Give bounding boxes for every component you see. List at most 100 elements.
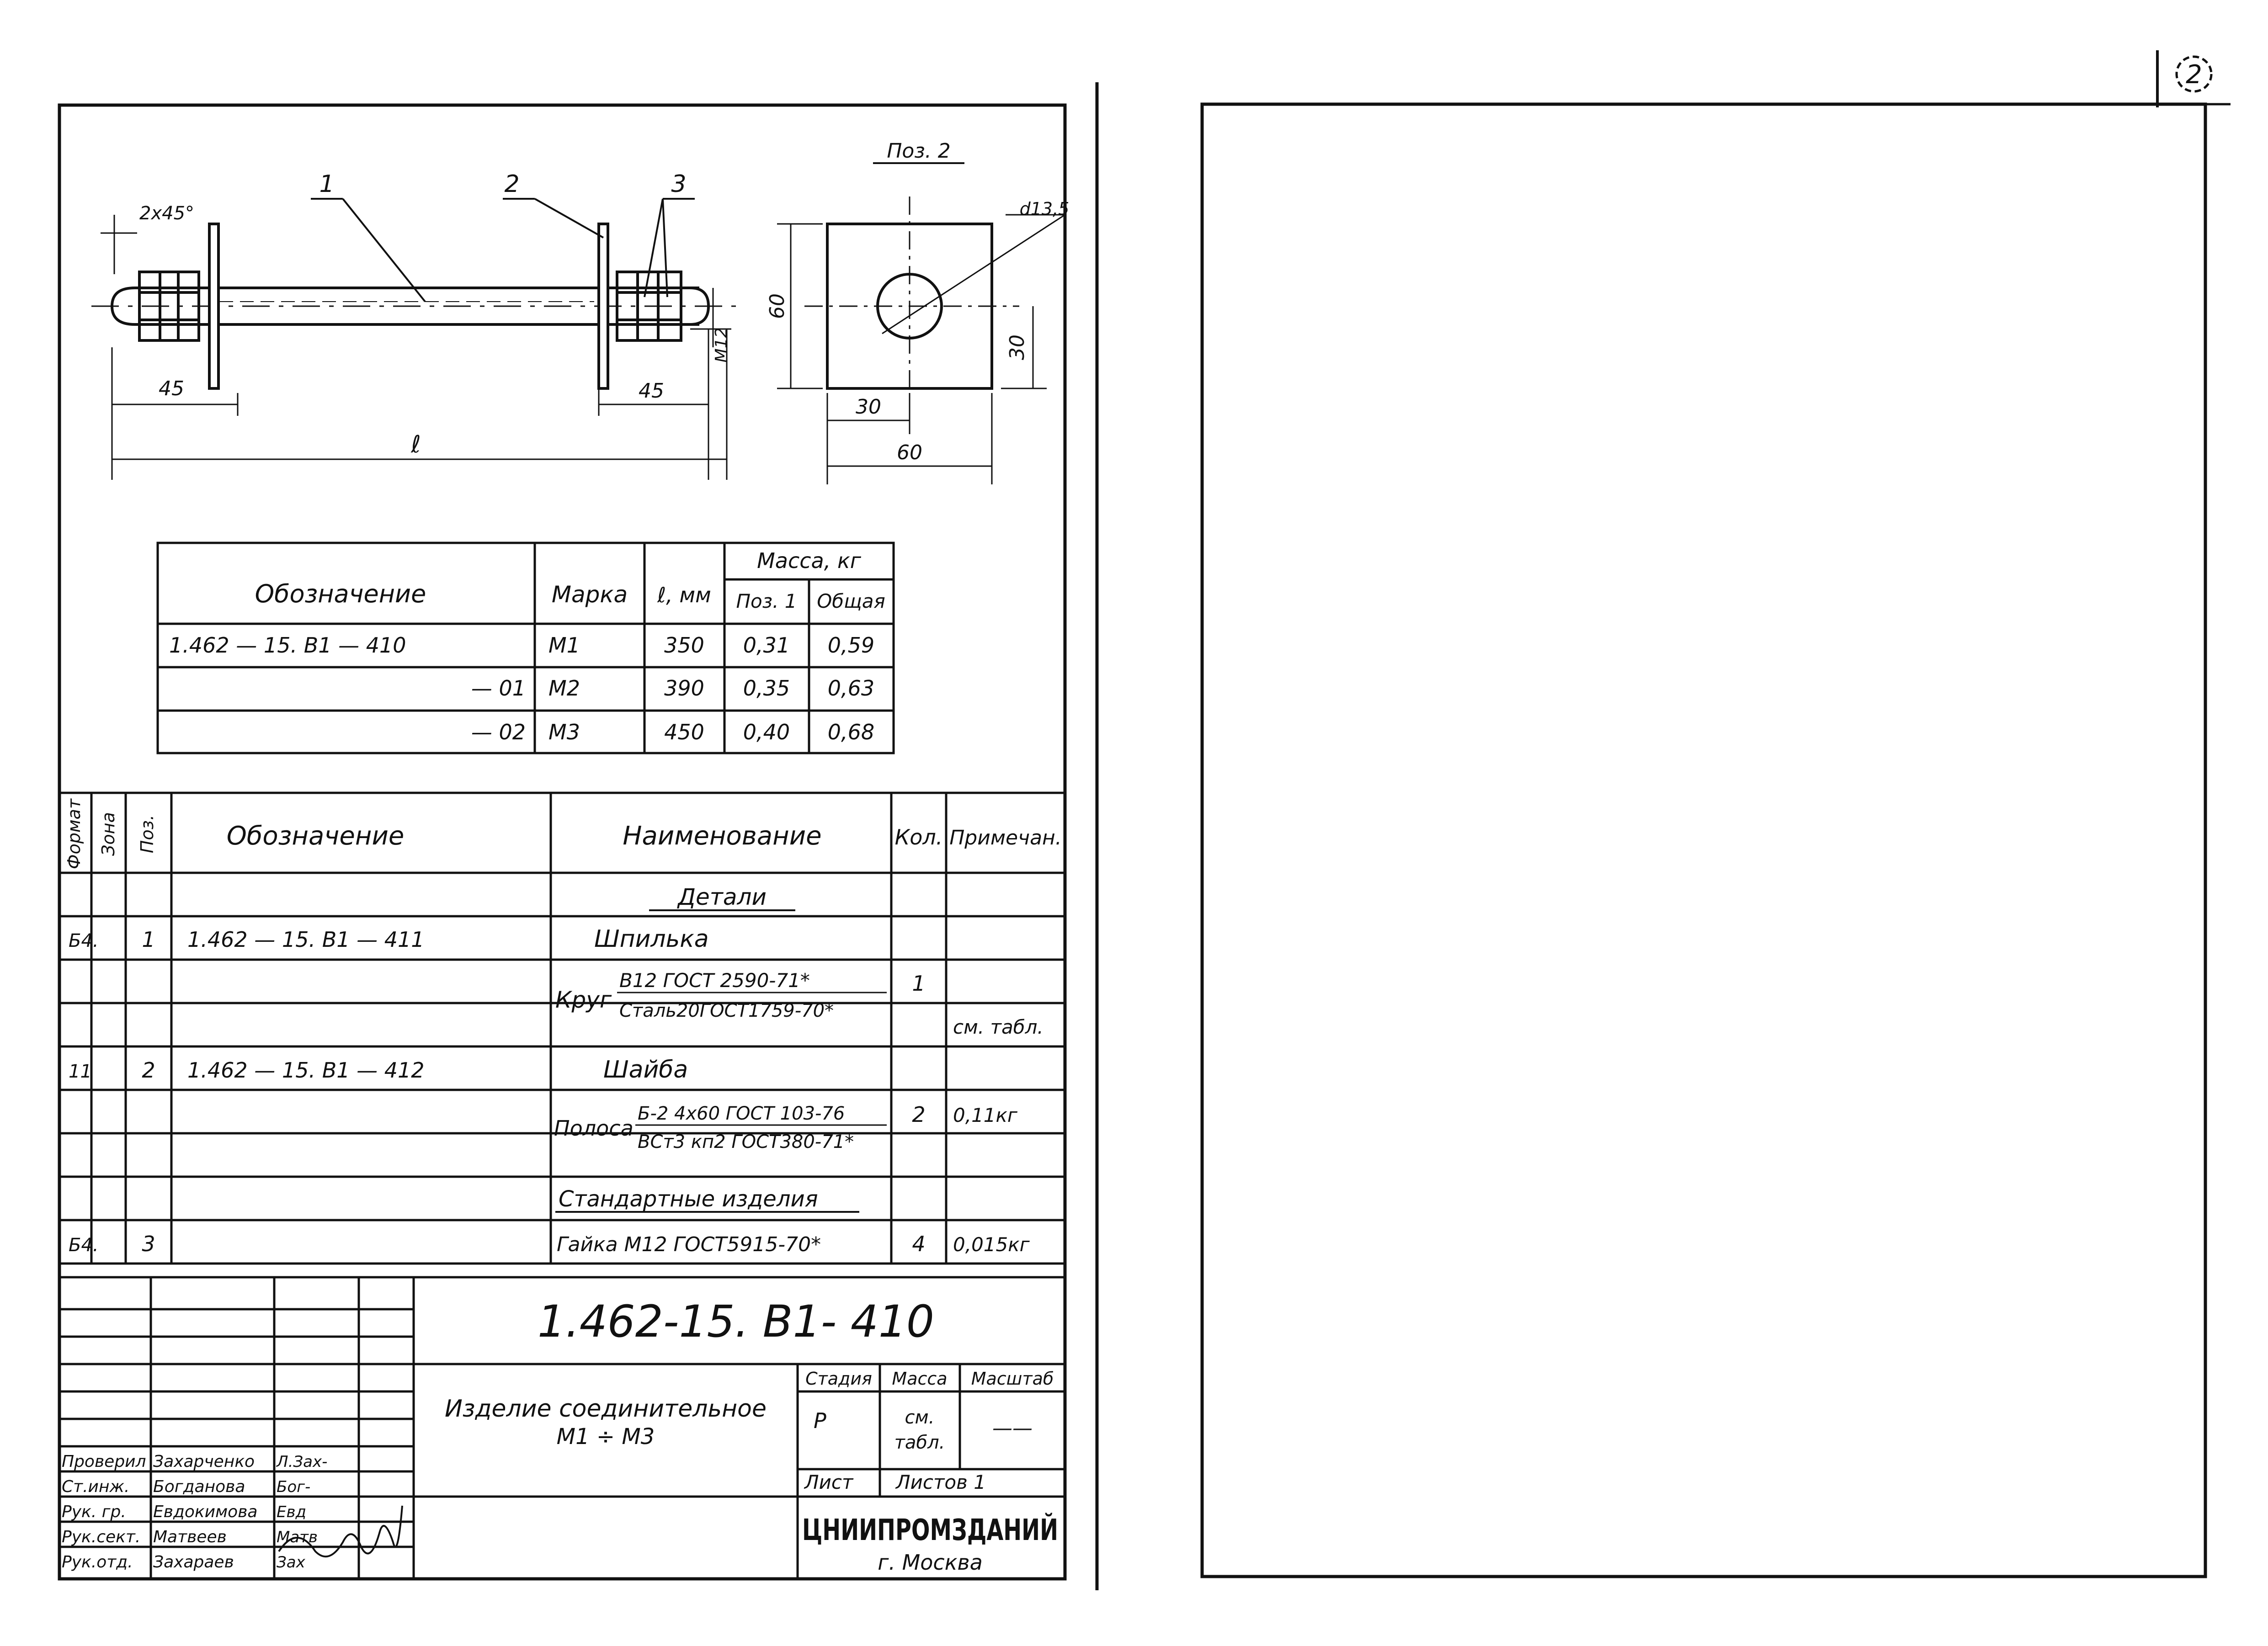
role-person: Богданова bbox=[153, 1477, 245, 1496]
sheet-number-circle: 2 bbox=[2156, 50, 2213, 107]
mass-header-total: Общая bbox=[817, 590, 885, 612]
mass-header-pos1: Поз. 1 bbox=[736, 590, 797, 612]
mass-row-pos1: 0,40 bbox=[743, 720, 790, 744]
dim-left-length: 45 bbox=[159, 377, 184, 400]
bolt-assembly-view bbox=[91, 223, 740, 390]
mass-row-total: 0,63 bbox=[828, 676, 874, 701]
dim-hole: d13,5 bbox=[1020, 199, 1070, 219]
spec-strip-line1: Б-2 4х60 ГОСТ 103-76 bbox=[638, 1103, 845, 1124]
spec-washer-format: 11 bbox=[69, 1061, 92, 1082]
washer-plate-view bbox=[777, 196, 1065, 484]
spec-header-designation: Обозначение bbox=[227, 821, 405, 851]
role-label: Рук.отд. bbox=[62, 1553, 133, 1572]
role-person: Евдокимова bbox=[153, 1503, 257, 1521]
title-name-line2: М1 ÷ М3 bbox=[557, 1424, 655, 1450]
title-scale: —— bbox=[992, 1417, 1033, 1440]
spec-section-standard: Стандартные изделия bbox=[559, 1186, 818, 1212]
spec-header-format: Формат bbox=[64, 798, 84, 869]
role-person: Захараев bbox=[153, 1553, 234, 1572]
leader-label-2: 2 bbox=[504, 170, 519, 198]
dim-plate-height: 60 bbox=[766, 293, 789, 319]
mass-row-total: 0,59 bbox=[828, 633, 874, 658]
spec-round-line2: Сталь20ГОСТ1759-70* bbox=[619, 1000, 834, 1021]
spec-round-note: см. табл. bbox=[953, 1016, 1043, 1038]
spec-round-prefix: Круг bbox=[555, 987, 612, 1013]
dim-plate-width: 60 bbox=[897, 441, 922, 464]
title-scale-label: Масштаб bbox=[971, 1369, 1054, 1389]
spec-strip-prefix: Полоса bbox=[554, 1116, 634, 1141]
right-frame bbox=[1200, 102, 2207, 1578]
left-frame bbox=[58, 103, 1067, 1581]
organization-city: г. Москва bbox=[878, 1550, 983, 1575]
spec-stud-pos: 1 bbox=[142, 927, 155, 952]
title-mass-line1: см. bbox=[905, 1407, 935, 1428]
mass-row-mark: М3 bbox=[548, 720, 580, 744]
spec-stud-format: Б4. bbox=[69, 930, 99, 951]
spec-header-pos: Поз. bbox=[137, 815, 157, 853]
mass-row-designation: 1.462 — 15. В1 — 410 bbox=[169, 633, 406, 658]
mass-row-length: 450 bbox=[664, 720, 704, 744]
spec-header-zone: Зона bbox=[98, 812, 118, 856]
dim-right-length: 45 bbox=[639, 379, 664, 403]
view-title-pos2: Поз. 2 bbox=[887, 139, 950, 163]
role-label: Рук.сект. bbox=[62, 1528, 140, 1546]
role-label: Проверил bbox=[62, 1452, 146, 1471]
role-signature: Бог- bbox=[277, 1478, 310, 1496]
role-signature: Зах bbox=[277, 1553, 306, 1572]
role-person: Захарченко bbox=[153, 1452, 255, 1471]
leader-label-3: 3 bbox=[671, 170, 686, 198]
role-signature: Евд bbox=[277, 1503, 306, 1521]
spec-washer-designation: 1.462 — 15. В1 — 412 bbox=[187, 1058, 425, 1083]
spec-round-qty: 1 bbox=[912, 971, 925, 996]
mass-row-length: 350 bbox=[664, 633, 704, 658]
spec-stud-designation: 1.462 — 15. В1 — 411 bbox=[187, 927, 425, 952]
mass-header-length: ℓ, мм bbox=[657, 583, 711, 607]
title-sheet-label: Лист bbox=[804, 1471, 854, 1493]
title-block: 1.462-15. В1- 410 Изделие соединительное… bbox=[59, 1276, 1065, 1579]
spec-header-name: Наименование bbox=[623, 821, 821, 851]
mass-row-designation: — 01 bbox=[471, 676, 526, 701]
role-signature: Л.Зах- bbox=[276, 1453, 327, 1471]
signature-scribble bbox=[278, 1505, 403, 1558]
spec-section-details: Детали bbox=[677, 884, 767, 910]
title-mass-line2: табл. bbox=[894, 1432, 945, 1453]
spec-stud-name: Шпилька bbox=[594, 925, 709, 953]
spec-header-qty: Кол. bbox=[895, 825, 943, 850]
title-mass-label: Масса bbox=[892, 1369, 947, 1389]
mass-header-designation: Обозначение bbox=[255, 579, 426, 608]
sheet-number: 2 bbox=[2186, 60, 2202, 90]
spec-nut-note: 0,015кг bbox=[953, 1233, 1030, 1256]
spec-nut-name: Гайка М12 ГОСТ5915-70* bbox=[557, 1233, 821, 1256]
organization-name: ЦНИИПРОМЗДАНИЙ bbox=[802, 1513, 1058, 1547]
dim-thread: M12 bbox=[712, 328, 731, 363]
mass-header-group: Масса, кг bbox=[757, 548, 862, 573]
spec-round-line1: В12 ГОСТ 2590-71* bbox=[619, 969, 810, 992]
mass-row-mark: М1 bbox=[548, 633, 580, 658]
mass-row-total: 0,68 bbox=[828, 720, 874, 744]
dim-total-length: ℓ bbox=[410, 431, 421, 458]
role-label: Рук. гр. bbox=[62, 1503, 126, 1521]
leader-label-1: 1 bbox=[319, 170, 334, 198]
spec-washer-name: Шайба bbox=[603, 1056, 688, 1083]
mass-row-designation: — 02 bbox=[471, 720, 526, 744]
spec-header-note: Примечан. bbox=[949, 826, 1062, 850]
dim-half-height: 30 bbox=[1006, 335, 1029, 360]
mass-row-pos1: 0,31 bbox=[743, 633, 790, 658]
mass-row-mark: М2 bbox=[548, 676, 580, 701]
mass-table: Обозначение Марка ℓ, мм Масса, кг Поз. 1… bbox=[156, 542, 895, 754]
title-stage-label: Стадия bbox=[805, 1369, 872, 1389]
spec-washer-pos: 2 bbox=[142, 1058, 155, 1083]
mass-row-pos1: 0,35 bbox=[743, 676, 790, 701]
drawing-code: 1.462-15. В1- 410 bbox=[538, 1296, 934, 1347]
spec-nut-pos: 3 bbox=[142, 1232, 155, 1256]
dim-half-width: 30 bbox=[856, 395, 881, 419]
spec-strip-line2: ВСт3 кп2 ГОСТ380-71* bbox=[638, 1131, 854, 1152]
title-sheets-label: Листов 1 bbox=[895, 1471, 986, 1493]
spec-nut-qty: 4 bbox=[912, 1232, 925, 1256]
role-person: Матвеев bbox=[153, 1528, 227, 1546]
specification-table: Формат Зона Поз. Обозначение Наименовани… bbox=[59, 791, 1065, 1265]
mass-header-mark: Марка bbox=[552, 581, 628, 608]
spec-strip-note: 0,11кг bbox=[953, 1104, 1018, 1126]
title-stage: Р bbox=[814, 1408, 826, 1433]
